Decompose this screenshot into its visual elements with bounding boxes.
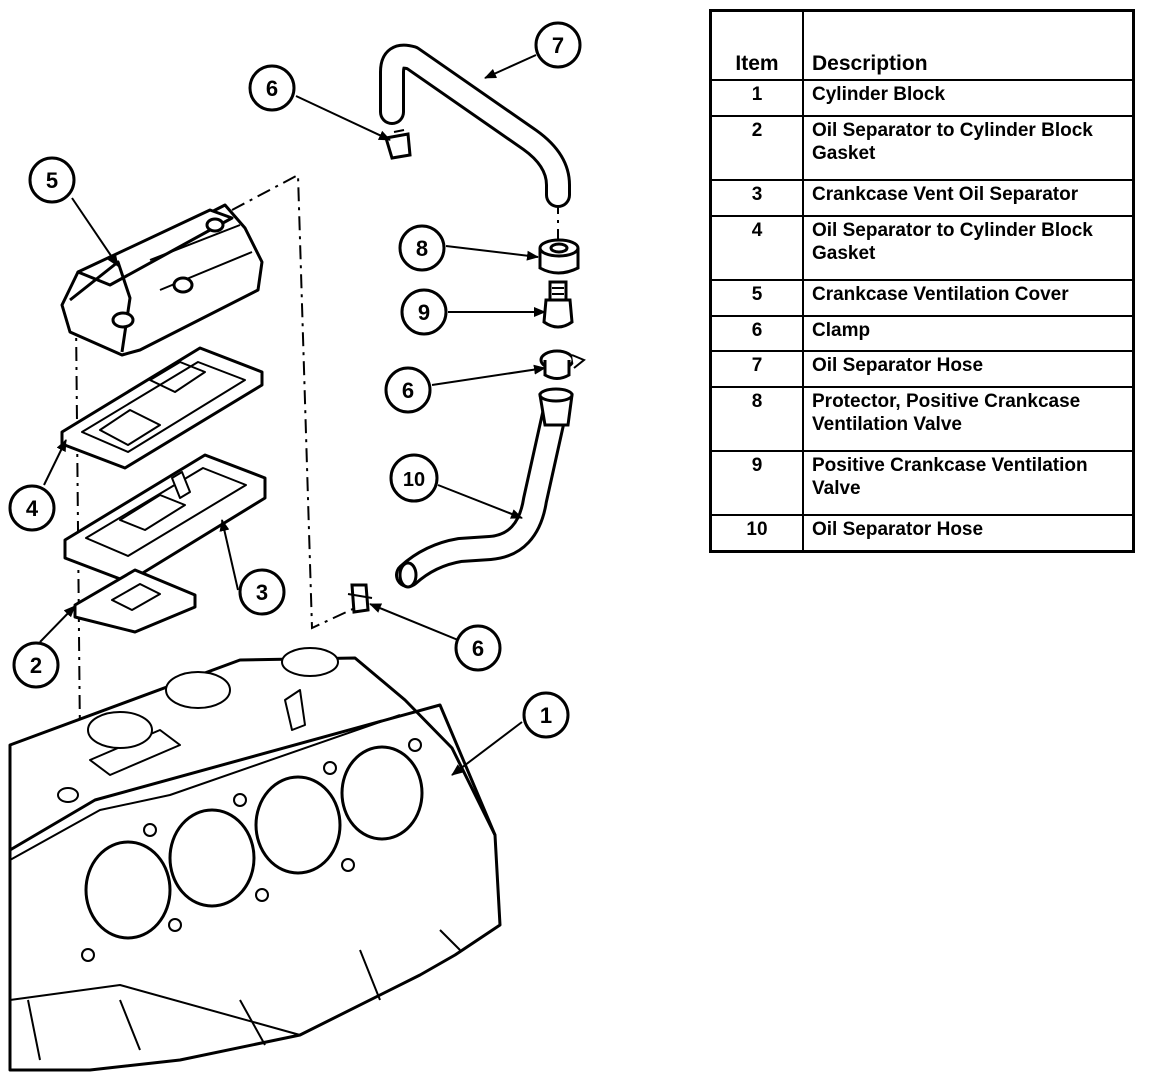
- row-item: 10: [712, 514, 804, 550]
- svg-text:5: 5: [46, 168, 58, 193]
- row-item: 6: [712, 314, 804, 353]
- row-description: Oil Separator to Cylinder Block Gasket: [802, 214, 1132, 281]
- upper-oil-separator-hose: [379, 43, 571, 208]
- header-item: Item: [712, 12, 804, 81]
- svg-text:3: 3: [256, 580, 268, 605]
- row-description: Cylinder Block: [802, 79, 1132, 117]
- row-description: Protector, Positive Crankcase Ventilatio…: [802, 386, 1132, 453]
- lower-gasket: [73, 568, 197, 634]
- clamp-upper: [384, 129, 412, 160]
- svg-text:1: 1: [540, 703, 552, 728]
- callout-3: 3: [238, 568, 286, 616]
- callout-6-upper: 6: [248, 64, 296, 112]
- cylinder-block: [8, 647, 502, 1072]
- clamp-middle: [539, 349, 586, 380]
- row-item: 3: [712, 178, 804, 217]
- row-item: 5: [712, 278, 804, 317]
- callout-1: 1: [522, 691, 570, 739]
- row-item: 4: [712, 214, 804, 281]
- svg-text:6: 6: [472, 636, 484, 661]
- legend-header-row: Item Description: [712, 12, 1132, 81]
- callout-7: 7: [534, 21, 582, 69]
- callout-8: 8: [398, 224, 446, 272]
- row-item: 2: [712, 114, 804, 181]
- svg-text:10: 10: [403, 469, 425, 491]
- leader-lines: [39, 54, 546, 776]
- svg-text:9: 9: [418, 300, 430, 325]
- row-item: 9: [712, 450, 804, 517]
- callout-10: 10: [389, 453, 439, 503]
- svg-text:7: 7: [552, 33, 564, 58]
- row-description: Crankcase Vent Oil Separator: [802, 178, 1132, 217]
- row-description: Crankcase Ventilation Cover: [802, 278, 1132, 317]
- callout-9: 9: [400, 288, 448, 336]
- svg-text:8: 8: [416, 236, 428, 261]
- crankcase-vent-oil-separator: [63, 453, 267, 584]
- svg-text:2: 2: [30, 653, 42, 678]
- callout-4: 4: [8, 484, 56, 532]
- svg-text:6: 6: [266, 76, 278, 101]
- pcv-valve: [542, 280, 574, 329]
- row-item: 7: [712, 350, 804, 389]
- callout-2: 2: [12, 641, 60, 689]
- row-description: Positive Crankcase Ventilation Valve: [802, 450, 1132, 517]
- row-description: Oil Separator Hose: [802, 514, 1132, 550]
- clamp-lower: [347, 583, 373, 614]
- upper-gasket: [60, 346, 264, 470]
- svg-text:4: 4: [26, 496, 39, 521]
- hose-end: [398, 561, 418, 589]
- hose-cuff: [538, 387, 574, 427]
- row-item: 8: [712, 386, 804, 453]
- callouts: 1 2 3 4 5 6 6 6 7 8 9 10: [8, 21, 582, 739]
- lower-oil-separator-hose: [395, 397, 568, 588]
- callout-6-lower: 6: [454, 624, 502, 672]
- header-description: Description: [802, 12, 1132, 81]
- svg-text:6: 6: [402, 378, 414, 403]
- callout-5: 5: [28, 156, 76, 204]
- row-description: Oil Separator Hose: [802, 350, 1132, 389]
- row-item: 1: [712, 79, 804, 117]
- row-description: Oil Separator to Cylinder Block Gasket: [802, 114, 1132, 181]
- callout-6-middle: 6: [384, 366, 432, 414]
- row-description: Clamp: [802, 314, 1132, 353]
- pcv-valve-protector: [538, 238, 580, 275]
